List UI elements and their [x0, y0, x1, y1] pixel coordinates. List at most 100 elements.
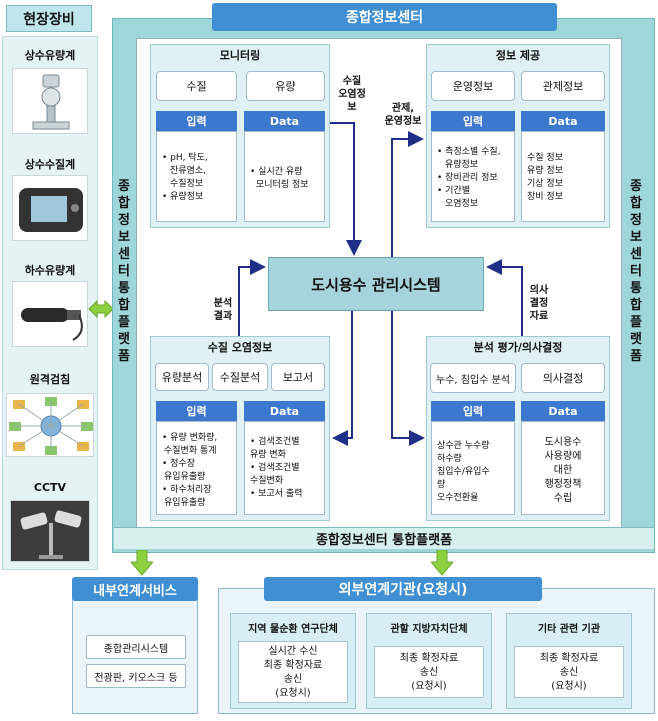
flow-analysis-button[interactable]: 유량분석: [155, 363, 209, 391]
text-line: • 정수장: [162, 459, 196, 469]
down-arrow-icon: [429, 549, 455, 580]
report-button[interactable]: 보고서: [271, 363, 325, 391]
down-arrow-icon: [129, 549, 155, 580]
text-line: 수질정보: [170, 179, 204, 189]
leak-analysis-button[interactable]: 누수, 침입수 분석: [430, 363, 516, 393]
text-line: • 기간별: [437, 186, 471, 196]
text-line: 오염정보: [445, 199, 479, 209]
note-line: 결정: [529, 298, 549, 309]
flowmeter-icon: [12, 68, 88, 134]
text-line: • 하수처리장: [162, 485, 212, 495]
equipment-label: 원격검침: [29, 373, 71, 386]
decision-data-note: 의사 결정 자료: [526, 284, 552, 323]
platform-side-label-right: 종합정보센터 통합플랫폼: [630, 179, 642, 364]
core-to-pollution-arrow: [332, 311, 353, 446]
equipment-label: CCTV: [33, 480, 67, 494]
note-line: 운영정보: [384, 116, 422, 127]
org-title: 관할 지방자치단체: [390, 623, 468, 635]
pollution-data-box: • 검색조건별 유량 변화 • 검색조건별 수질변화 • 보고서 출력: [244, 421, 325, 515]
info-data-box: 수질 정보 유량 정보 기상 정보 장비 정보: [521, 131, 605, 222]
text-line: 유입유출량: [164, 498, 206, 508]
text-line: (요청시): [411, 681, 447, 692]
analysis-data-box: 도시용수 사용량에 대한 행정정책 수립: [521, 421, 605, 515]
org-title: 기타 관련 기관: [537, 623, 601, 635]
control-info-button[interactable]: 관제정보: [521, 71, 605, 101]
monitoring-input-box: • pH, 탁도, 잔류염소, 수질정보 • 유량정보: [156, 131, 237, 222]
text-line: 대한: [553, 465, 573, 476]
pollution-to-core-arrow: [238, 259, 266, 336]
note-line: 관제,: [391, 103, 415, 114]
monitoring-quality-button[interactable]: 수질: [156, 71, 237, 101]
text-line: • 실시간 유량: [250, 167, 303, 177]
monitoring-data-header: Data: [244, 111, 325, 131]
external-orgs-title: 외부연계기관(요청시): [264, 577, 542, 601]
text-line: 송신: [419, 667, 439, 678]
text-line: 잔류염소,: [170, 166, 206, 176]
analysis-input-box: 상수관 누수량 하수량 침입수/유입수 량 오수전환율: [431, 421, 515, 515]
quality-analysis-button[interactable]: 수질분석: [212, 363, 268, 391]
info-input-header: 입력: [431, 111, 515, 131]
text-line: 송신: [283, 674, 303, 685]
text-line: (요청시): [551, 681, 587, 692]
text-line: • 유량 변화량,: [162, 433, 218, 443]
text-line: 유입유출량: [164, 472, 206, 482]
text-line: • 측정소별 수질,: [437, 147, 501, 157]
control-ops-info-note: 관제, 운영정보: [378, 102, 428, 128]
analysis-result-note: 분석 결과: [208, 297, 238, 323]
cctv-icon: [10, 500, 90, 562]
text-line: 오수전환율: [437, 493, 479, 503]
note-line: 결과: [213, 311, 233, 322]
text-line: 최종 확정자료: [263, 660, 323, 671]
text-line: 유량 변화: [250, 450, 286, 460]
monitoring-title: 모니터링: [219, 49, 261, 62]
pollution-input-box: • 유량 변화량, 수질변화 통계 • 정수장 유입유출량 • 하수처리장 유입…: [156, 421, 237, 515]
text-line: 량: [437, 480, 446, 490]
platform-title: 종합정보센터: [212, 3, 557, 31]
text-line: (요청시): [275, 688, 311, 699]
platform-side-label-left: 종합정보센터 통합플랫폼: [118, 179, 130, 364]
text-line: 최종 확정자료: [539, 653, 599, 664]
sewage-flowmeter-icon: [12, 281, 88, 347]
text-line: 수질 정보: [527, 153, 563, 163]
core-to-info-arrow: [391, 131, 424, 257]
text-line: • 검색조건별: [250, 437, 300, 447]
text-line: 최종 확정자료: [399, 653, 459, 664]
analysis-to-core-arrow: [486, 259, 523, 336]
text-line: • 검색조건별: [250, 463, 300, 473]
internal-service-title: 내부연계서비스: [72, 577, 198, 601]
org-body: 실시간 수신 최종 확정자료 송신 (요청시): [238, 641, 348, 703]
quality-pollution-info-note: 수질 오염정 보: [333, 75, 371, 114]
info-input-box: • 측정소별 수질, 유량정보 • 장비관리 정보 • 기간별 오염정보: [431, 131, 515, 222]
note-line: 자료: [529, 311, 549, 322]
monitoring-flow-button[interactable]: 유량: [246, 71, 325, 101]
decision-button[interactable]: 의사결정: [521, 363, 605, 393]
operation-info-button[interactable]: 운영정보: [431, 71, 515, 101]
text-line: 실시간 수신: [268, 646, 318, 657]
pollution-input-header: 입력: [156, 401, 237, 421]
text-line: 도시용수: [544, 437, 582, 448]
integrated-management-system-item[interactable]: 종합관리시스템: [86, 635, 186, 659]
field-equipment-title: 현장장비: [6, 5, 92, 32]
text-line: 침입수/유입수: [437, 467, 490, 477]
platform-bottom-banner: 종합정보센터 통합플랫폼: [114, 527, 654, 549]
text-line: • 보고서 출력: [250, 489, 303, 499]
note-line: 보: [347, 102, 357, 113]
text-line: • 장비관리 정보: [437, 173, 498, 183]
org-body: 최종 확정자료 송신 (요청시): [514, 646, 624, 698]
equipment-label: 상수수질계: [24, 158, 76, 171]
analysis-decision-title: 분석 평가/의사결정: [473, 341, 563, 354]
org-body: 최종 확정자료 송신 (요청시): [374, 646, 484, 698]
note-line: 오염정: [338, 89, 366, 100]
equipment-label: 상수유량계: [24, 49, 76, 62]
info-provision-title: 정보 제공: [495, 49, 541, 62]
text-line: 송신: [559, 667, 579, 678]
note-line: 의사: [529, 285, 549, 296]
equipment-label: 하수유량계: [24, 264, 76, 277]
text-line: 유량 정보: [527, 166, 563, 176]
text-line: 기상 정보: [527, 179, 563, 189]
note-line: 분석: [213, 298, 233, 309]
text-line: 상수관 누수량: [437, 441, 490, 451]
signboard-kiosk-item[interactable]: 전광판, 키오스크 등: [86, 664, 186, 688]
text-line: 유량정보: [445, 160, 479, 170]
